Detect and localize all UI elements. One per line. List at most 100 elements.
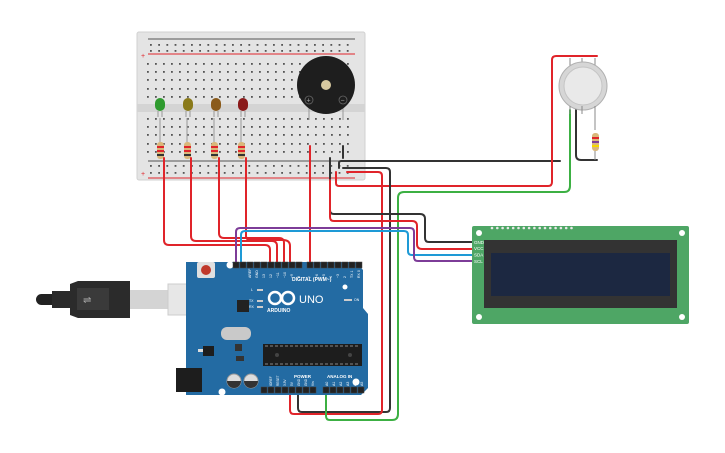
digital-pin[interactable] [334,261,342,269]
buzzer-plus-label: + [307,98,311,105]
power-pin[interactable] [274,386,282,394]
digital-pin[interactable] [246,261,254,269]
digital-pin-label: 8 [297,276,301,278]
digital-pin[interactable] [295,261,303,269]
digital-pin[interactable] [306,261,314,269]
wire-bb-gnd-rail[interactable] [338,160,561,169]
analog-pin-label: A5 [360,382,364,386]
digital-pin-label: 12 [269,274,273,278]
rail-holes-bottom [150,165,349,174]
wire-bb-gnd-down[interactable] [297,167,391,413]
lcd-i2c[interactable]: GND VCC SDA SCL [472,226,689,324]
rail-holes-top [150,44,349,52]
analog-label: ANALOG IN [327,374,352,379]
usb-chip [237,300,249,312]
power-pin-label: 5V [290,381,294,386]
analog-pin[interactable] [357,386,365,394]
arduino-logo-icon [267,290,296,306]
analog-pin[interactable] [336,386,344,394]
power-pin-label: IOREF [269,376,273,386]
digital-pin-label: 2 [343,276,347,278]
lcd-pin-vcc: VCC [474,246,484,251]
wire-led-green[interactable] [163,157,271,263]
analog-pin[interactable] [350,386,358,394]
digital-pin[interactable] [348,261,356,269]
piezo-buzzer[interactable]: + − [297,56,355,120]
digital-pin-label: 4 [329,276,333,278]
wires [163,55,598,421]
usb-cable[interactable]: ⇌ [36,281,197,318]
power-pin[interactable] [302,386,310,394]
digital-pin[interactable] [232,261,240,269]
digital-pin-label: 7 [308,276,312,278]
digital-pin[interactable] [239,261,247,269]
digital-pin[interactable] [320,261,328,269]
analog-pin-label: A1 [332,382,336,386]
led-tx-label: TX [249,299,254,303]
wire-led-red[interactable] [245,157,291,263]
digital-pin-label: ~11 [276,272,280,278]
digital-pin-label: ~9 [290,274,294,278]
analog-pin[interactable] [329,386,337,394]
power-pin[interactable] [281,386,289,394]
analog-pin-label: A3 [346,382,350,386]
lcd-pin-gnd: GND [474,240,485,245]
wire-lcd-scl[interactable] [235,227,476,263]
digital-label: DIGITAL (PWM~) [292,277,332,283]
led-red[interactable] [238,98,248,117]
sensor-resistor [592,133,599,151]
wire-bb-5v-down[interactable] [289,171,383,415]
power-label: POWER [294,374,312,379]
center-groove [137,104,365,112]
digital-pin[interactable] [355,261,363,269]
led-rx-label: RX [249,305,255,309]
wire-sensor-gnd[interactable] [575,109,598,161]
lcd-header-holes [490,226,573,230]
rail-plus-label-bottom: + [141,171,145,178]
analog-pin-label: A4 [353,382,357,386]
analog-pin[interactable] [322,386,330,394]
digital-pin[interactable] [260,261,268,269]
digital-pin-label: ~5 [322,274,326,278]
digital-pin[interactable] [327,261,335,269]
reset-button-cap[interactable] [201,265,211,275]
wire-bb-5v[interactable] [335,55,598,187]
usb-icon: ⇌ [83,295,91,306]
digital-pin-label: 13 [262,274,266,278]
digital-pin[interactable] [253,261,261,269]
wire-lcd-vcc[interactable] [329,179,476,250]
power-jack[interactable] [176,368,202,392]
analog-pin[interactable] [343,386,351,394]
wire-lcd-sda[interactable] [240,230,476,263]
digital-pin[interactable] [313,261,321,269]
digital-pin[interactable] [267,261,275,269]
buzzer-minus-label: − [341,98,345,105]
digital-header [232,261,363,269]
power-pin[interactable] [260,386,268,394]
gas-sensor[interactable] [558,58,608,160]
digital-pin[interactable] [281,261,289,269]
digital-pin[interactable] [274,261,282,269]
led-green[interactable] [155,98,165,117]
lcd-screen [491,253,670,296]
led-orange[interactable] [211,98,221,117]
led-l-label: L [251,288,253,292]
power-pin[interactable] [295,386,303,394]
led-yellow[interactable] [183,98,193,117]
wire-sensor-signal[interactable] [325,109,571,421]
digital-pin-label: TX 1 [350,271,354,278]
digital-pin[interactable] [288,261,296,269]
digital-pin-label: RX 0 [357,270,361,278]
digital-pin-label: AREF [248,269,252,278]
power-pin[interactable] [288,386,296,394]
analog-pin-label: A2 [339,382,343,386]
power-pin[interactable] [267,386,275,394]
power-pin[interactable] [309,386,317,394]
digital-pin[interactable] [341,261,349,269]
digital-pin-label: ~3 [336,274,340,278]
wire-led-yellow[interactable] [190,157,278,263]
